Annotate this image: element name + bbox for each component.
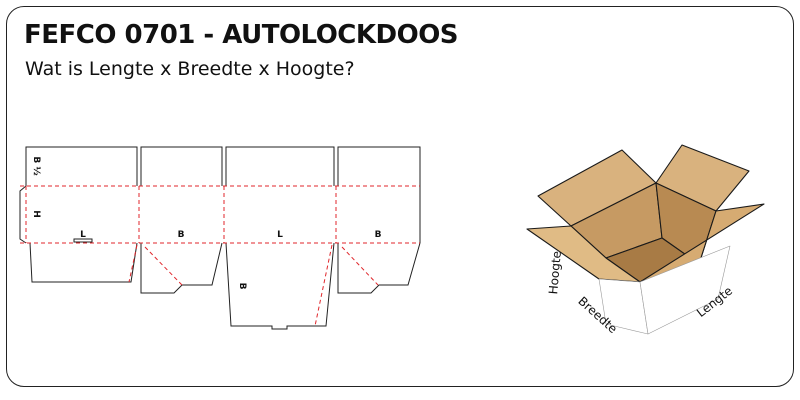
label-length-2: L bbox=[277, 230, 283, 240]
bottom-flap-1 bbox=[29, 242, 138, 283]
page-title: FEFCO 0701 - AUTOLOCKDOOS bbox=[24, 20, 459, 50]
bottom-flap-3 bbox=[225, 242, 335, 330]
page-subtitle: Wat is Lengte x Breedte x Hoogte? bbox=[25, 58, 355, 80]
box-front-left-flap bbox=[526, 225, 641, 283]
label-hoogte: Hoogte bbox=[546, 250, 564, 294]
diag-crease-2 bbox=[144, 246, 183, 286]
box-3d bbox=[526, 144, 765, 335]
top-flap-2 bbox=[140, 146, 223, 186]
diag-crease-1 bbox=[128, 244, 138, 283]
top-flap-4 bbox=[337, 146, 421, 186]
diag-crease-4 bbox=[341, 246, 379, 286]
dieline bbox=[19, 146, 421, 330]
bottom-flap-2 bbox=[140, 242, 223, 294]
glue-tab bbox=[19, 185, 27, 244]
label-width-flap: B bbox=[237, 283, 247, 290]
top-flap-1 bbox=[25, 146, 138, 186]
bottom-flap-4 bbox=[337, 242, 421, 294]
label-width-2: B bbox=[375, 230, 382, 240]
label-width-1: B bbox=[178, 230, 185, 240]
fold-lines bbox=[20, 185, 420, 327]
label-length-1: L bbox=[80, 230, 86, 240]
box-front-wall-length bbox=[639, 245, 731, 335]
label-height: H bbox=[31, 210, 41, 218]
label-half-b: B ½ bbox=[31, 156, 42, 175]
top-flap-3 bbox=[225, 146, 335, 186]
lock-tab-mark bbox=[73, 238, 93, 243]
